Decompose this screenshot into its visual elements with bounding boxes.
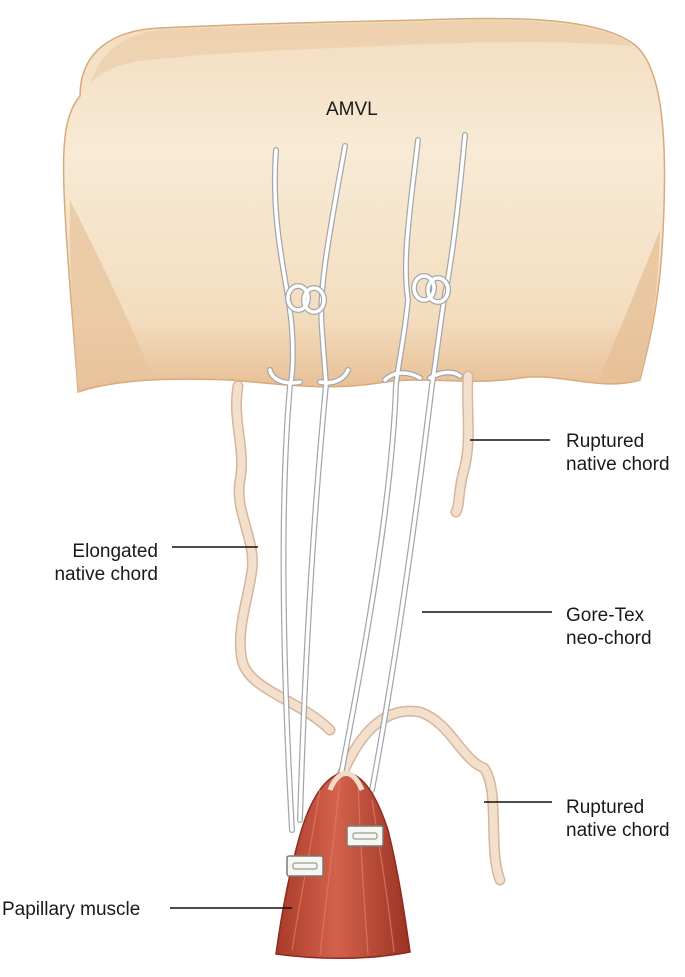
label-amvl: AMVL [326, 99, 378, 120]
goretex-neo-chords [267, 132, 468, 833]
pledget-right [346, 825, 384, 847]
leader-lines [170, 439, 552, 909]
label-ruptured-native-chord-top: Ruptured native chord [566, 431, 670, 475]
pledget-left [286, 855, 324, 877]
papillary-muscle [275, 771, 411, 959]
suture-knot-right [411, 273, 451, 305]
label-papillary-muscle: Papillary muscle [2, 899, 141, 920]
suture-knot-left [285, 283, 327, 315]
label-elongated-native-chord: Elongated native chord [54, 541, 158, 585]
anterior-leaflet [62, 17, 666, 394]
label-ruptured-native-chord-bottom: Ruptured native chord [566, 797, 670, 841]
native-chords [230, 370, 506, 886]
label-goretex-neo-chord: Gore-Tex neo-chord [566, 605, 652, 649]
